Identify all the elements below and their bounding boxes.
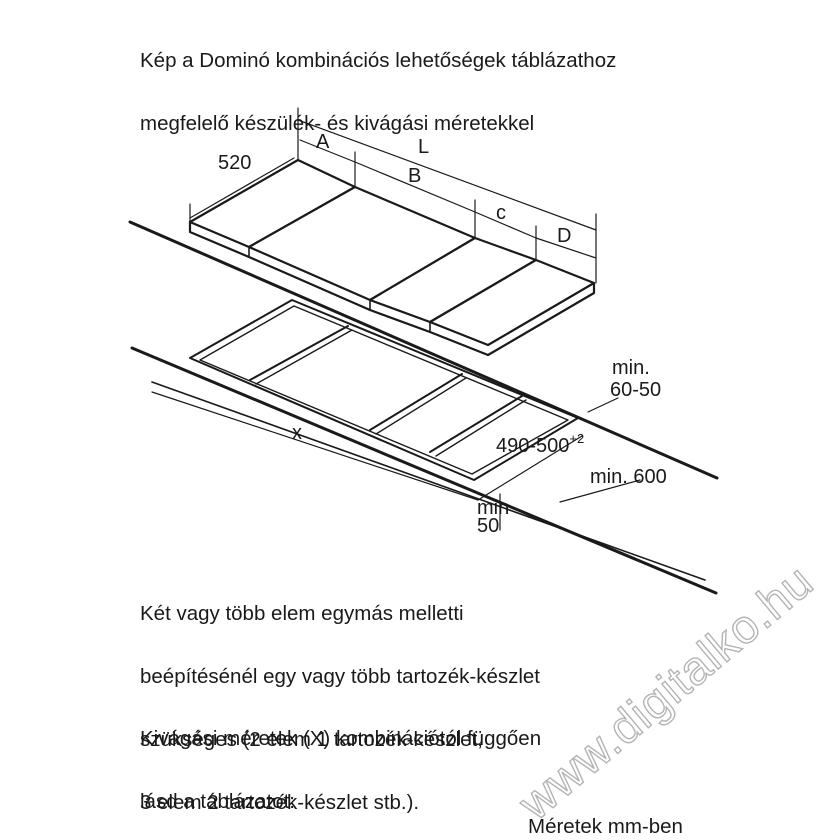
- label-50-bottom: 50: [477, 515, 499, 537]
- countertop-back-line: [128, 220, 719, 480]
- label-min-600: min. 600: [590, 466, 667, 488]
- note2-line-1: Kivágási méretek (X) kombinációtól függő…: [140, 727, 542, 750]
- note2-line-2: lásd a táblázatot:: [140, 790, 295, 813]
- note1-line-2: beépítésénél egy vagy több tartozék-kész…: [140, 665, 540, 688]
- dim-min600-line: [559, 479, 641, 503]
- cutout-inner-frame: [199, 305, 569, 475]
- countertop-front-line-upper: [130, 346, 718, 595]
- dim-520-line: [189, 157, 295, 219]
- label-B: B: [408, 165, 421, 187]
- note1-line-1: Két vagy több elem egymás melletti: [140, 602, 464, 625]
- dim-depth-line: [477, 435, 583, 501]
- label-c: c: [496, 202, 506, 224]
- cutout-divider-1: [249, 325, 349, 381]
- cutout-divider-1b: [255, 329, 353, 385]
- note1-line-3: szükséges (2 elem 1 tartozék-készlet,: [140, 728, 483, 751]
- appliance-slab-front-edge: [188, 220, 490, 357]
- dim-x-line: [151, 391, 479, 501]
- label-D: D: [557, 225, 571, 247]
- label-60-50: 60-50: [610, 379, 661, 401]
- label-490-500: 490-500+2: [496, 431, 584, 457]
- cutout-divider-3: [429, 395, 523, 453]
- countertop-front-line-lower: [151, 381, 706, 581]
- dim-c-line: [474, 211, 537, 239]
- dim-min6050-line: [587, 397, 619, 413]
- label-min-top: min.: [612, 357, 650, 379]
- dim-L-line: [297, 119, 597, 231]
- note-accessory-kits: Két vagy több elem egymás melletti beépí…: [140, 561, 540, 834]
- dim-B-line: [354, 161, 476, 213]
- watermark-text: www.digitalko.hu: [508, 554, 823, 831]
- label-L: L: [418, 136, 429, 158]
- units-note: Méretek mm-ben: [528, 815, 683, 838]
- title-line-1: Kép a Dominó kombinációs lehetőségek táb…: [140, 49, 617, 72]
- note1-line-4: 3 elem 2 tartozék-készlet stb.).: [140, 791, 420, 814]
- label-520: 520: [218, 152, 251, 174]
- dim-D-line: [535, 237, 597, 259]
- note-cutout-dimensions: Kivágási méretek (X) kombinációtól függő…: [140, 686, 541, 833]
- page-title: Kép a Dominó kombinációs lehetőségek táb…: [140, 8, 616, 155]
- cutout-divider-2: [369, 373, 463, 431]
- cutout-divider-3b: [435, 399, 527, 457]
- label-A: A: [316, 131, 330, 153]
- label-min-bottom: min: [477, 497, 509, 519]
- title-line-2: megfelelő készülék- és kivágási méretekk…: [140, 112, 535, 135]
- cutout-divider-2b: [375, 377, 467, 435]
- dim-A-line: [299, 139, 356, 163]
- label-x: x: [292, 422, 302, 444]
- appliance-slab-side-edge: [486, 281, 596, 357]
- cutout-outer-frame: [189, 299, 579, 481]
